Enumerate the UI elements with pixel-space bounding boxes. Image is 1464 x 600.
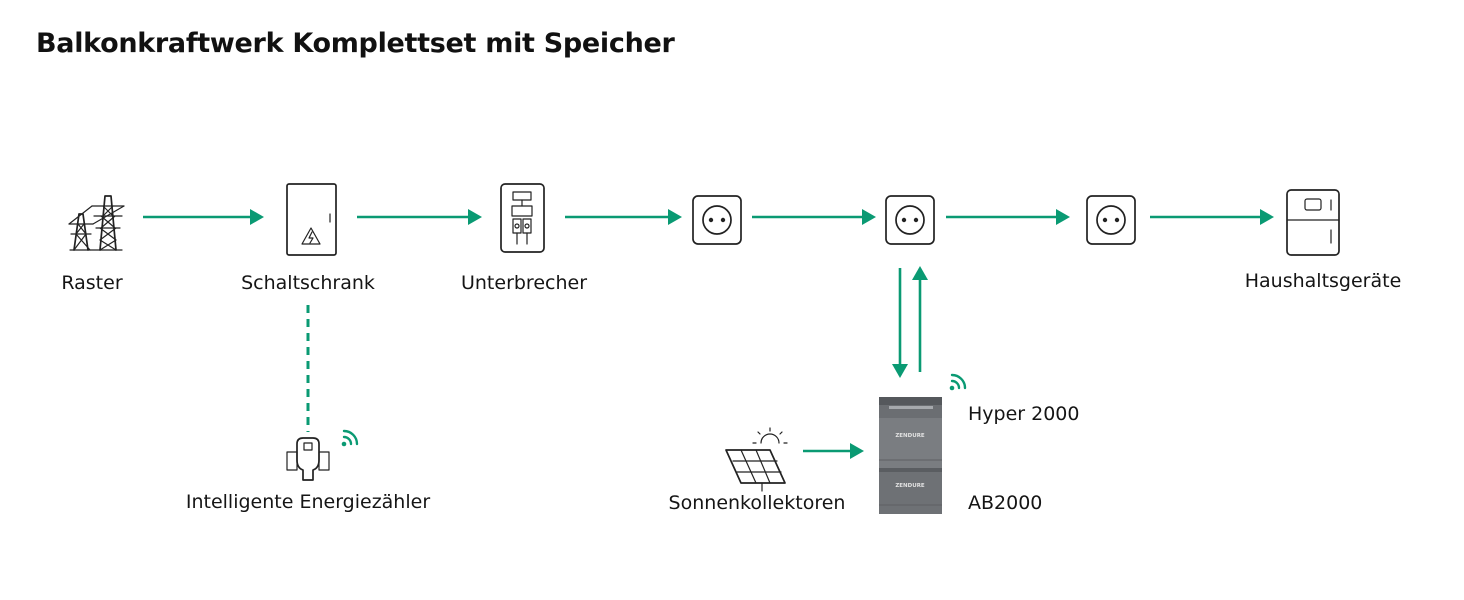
hyper-2000-device: ZENDURE (879, 397, 942, 469)
flow-arrow-grid-to-cabinet (143, 209, 264, 225)
socket-icon (1086, 195, 1136, 245)
label-battery: AB2000 (968, 492, 1043, 514)
label-solar: Sonnenkollektoren (668, 492, 846, 514)
label-breaker: Unterbrecher (460, 272, 588, 294)
wifi-icon (949, 373, 967, 391)
cabinet-icon (286, 183, 337, 256)
breaker-icon (500, 183, 545, 253)
socket-icon (885, 195, 935, 245)
label-appliances: Haushaltsgeräte (1244, 270, 1402, 292)
ab2000-battery-device: ZENDURE (879, 468, 942, 514)
label-hyper: Hyper 2000 (968, 403, 1080, 425)
flow-arrow-socket-3-to-appliances (1150, 209, 1274, 225)
flow-arrow-solar-to-hyper (803, 443, 864, 459)
label-meter: Intelligente Energiezähler (185, 491, 431, 513)
fridge-icon (1286, 189, 1340, 256)
device-brand: ZENDURE (895, 483, 925, 489)
device-brand: ZENDURE (895, 433, 925, 439)
smart-meter-icon (286, 437, 330, 481)
diagram-title: Balkonkraftwerk Komplettset mit Speicher (36, 28, 675, 59)
label-cabinet: Schaltschrank (241, 272, 375, 294)
flow-arrow-hyper-to-socket (912, 266, 928, 372)
power-tower-icon (68, 195, 125, 251)
label-grid: Raster (61, 272, 123, 294)
flow-arrow-socket-to-hyper (892, 268, 908, 378)
socket-icon (692, 195, 742, 245)
flow-arrow-socket-1-to-socket-2 (752, 209, 876, 225)
flow-arrow-socket-2-to-socket-3 (946, 209, 1070, 225)
flow-arrow-cabinet-to-breaker (357, 209, 482, 225)
flow-arrow-breaker-to-socket-1 (565, 209, 682, 225)
wifi-icon (341, 429, 359, 447)
solar-panel-icon (725, 427, 788, 492)
